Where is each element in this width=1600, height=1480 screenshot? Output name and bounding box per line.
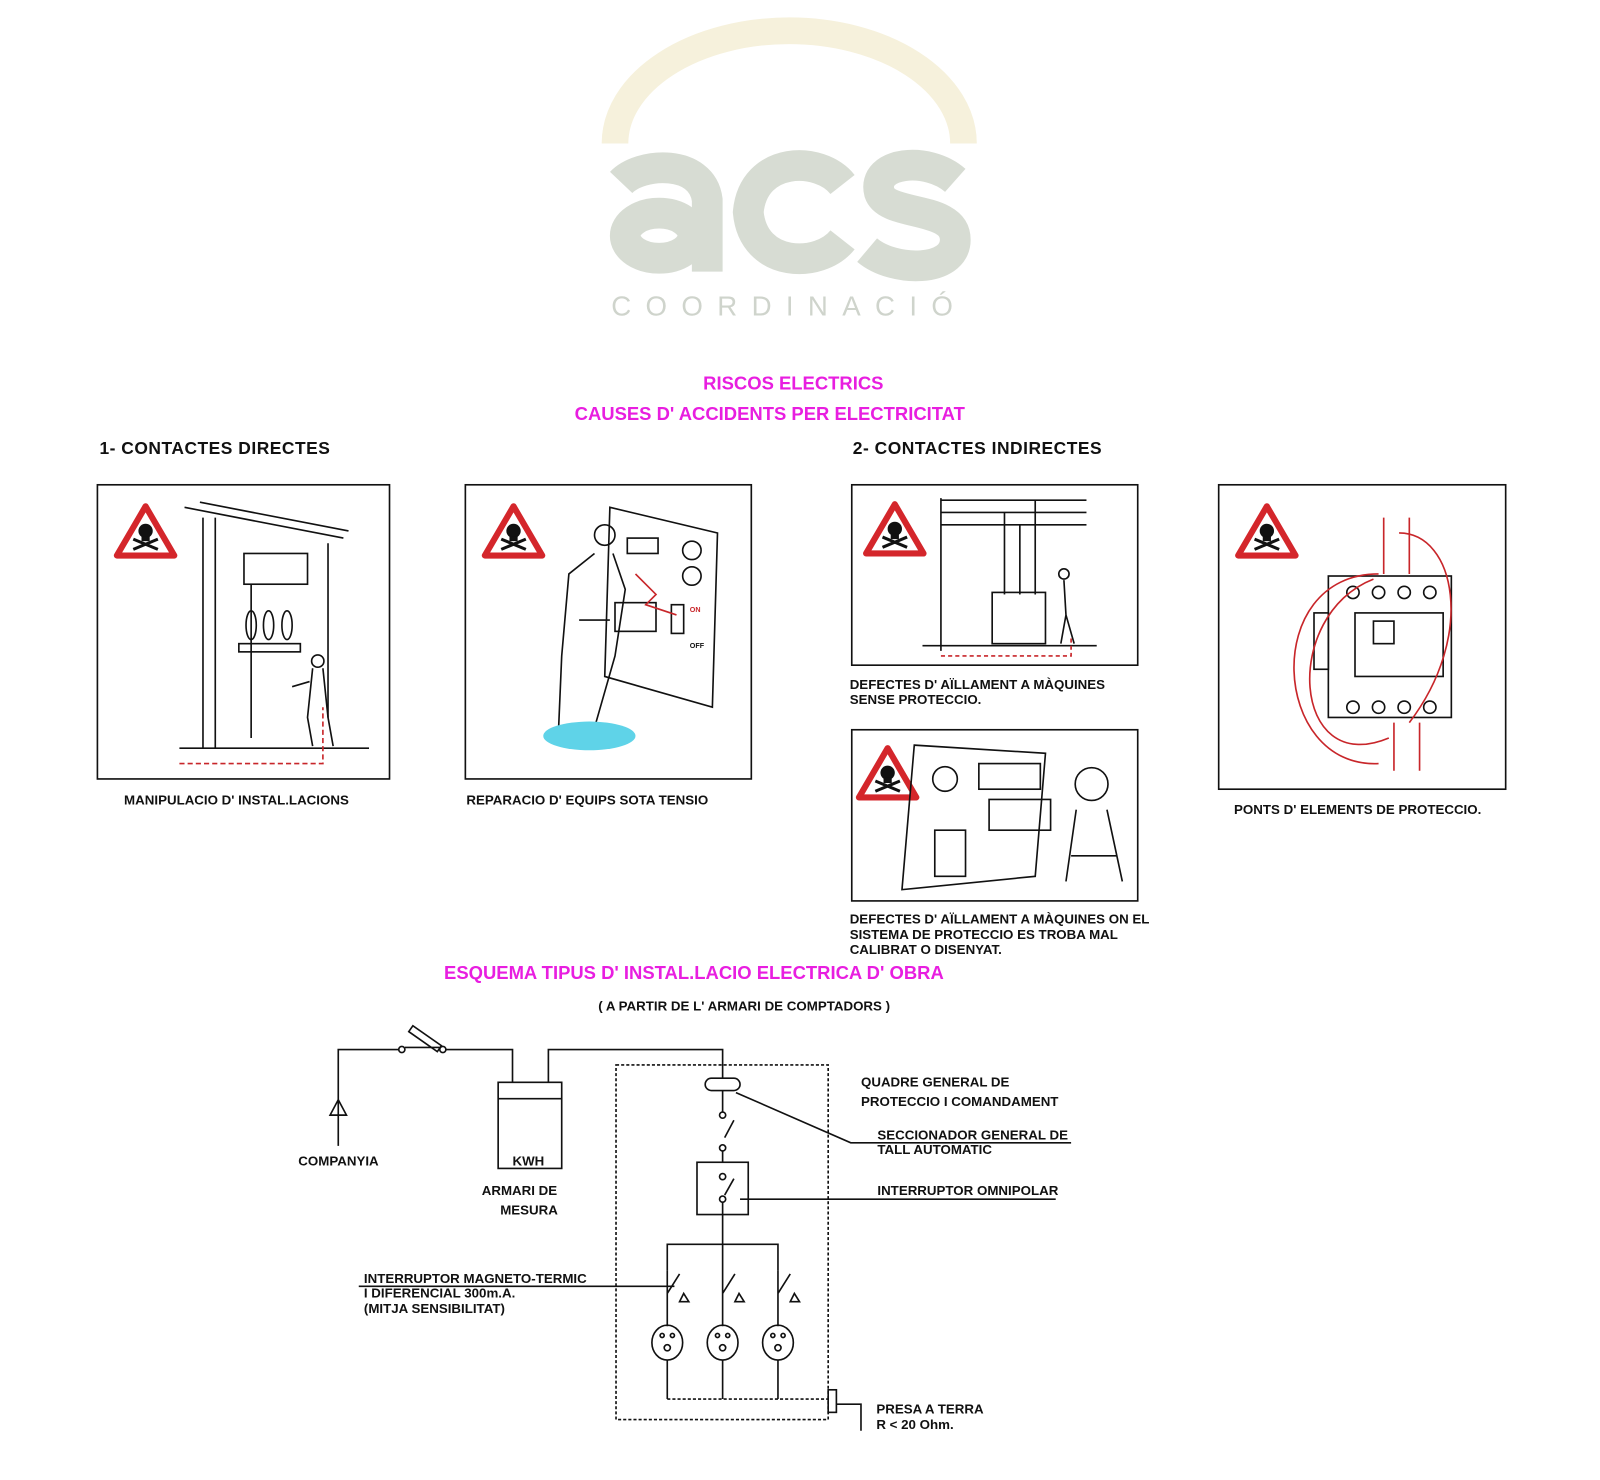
label-terra: R < 20 Ohm. — [876, 1417, 953, 1432]
logo-arc — [601, 17, 977, 144]
section-direct-heading: 1- CONTACTES DIRECTES — [99, 438, 330, 458]
section-indirect-heading: 2- CONTACTES INDIRECTES — [853, 438, 1102, 458]
panel-manipulacio — [96, 483, 391, 780]
logo-letters — [609, 149, 971, 282]
breaker-group — [666, 1270, 801, 1327]
off-label: OFF — [690, 642, 705, 650]
panel-reparacio: ON OFF — [464, 483, 753, 780]
general-breaker-icon — [704, 1077, 741, 1092]
label-terra: PRESA A TERRA — [876, 1401, 984, 1416]
label-seccionador: TALL AUTOMATIC — [877, 1142, 992, 1157]
panel-caption: MANIPULACIO D' INSTAL.LACIONS — [124, 793, 349, 808]
panel-ponts — [1217, 483, 1507, 791]
logo-subtitle: COORDINACIÓ — [611, 291, 967, 322]
danger-skull-icon — [866, 504, 923, 553]
panel-caption: DEFECTES D' AÏLLAMENT A MÀQUINES — [850, 677, 1105, 692]
on-label: ON — [690, 606, 701, 614]
danger-skull-icon — [859, 748, 916, 797]
panel-caption: CALIBRAT O DISENYAT. — [850, 942, 1002, 957]
scheme-title: ESQUEMA TIPUS D' INSTAL.LACIO ELECTRICA … — [444, 962, 944, 983]
label-kwh: KWH — [513, 1153, 545, 1168]
label-magneto: (MITJA SENSIBILITAT) — [364, 1301, 505, 1316]
label-mesura: MESURA — [500, 1203, 558, 1218]
panel-caption: SENSE PROTECCIO. — [850, 692, 982, 707]
label-magneto: INTERRUPTOR MAGNETO-TERMIC — [364, 1271, 587, 1286]
label-quadre: QUADRE GENERAL DE — [861, 1074, 1010, 1089]
scheme-subtitle: ( A PARTIR DE L' ARMARI DE COMPTADORS ) — [598, 999, 890, 1014]
danger-skull-icon — [1238, 506, 1295, 555]
label-seccionador: SECCIONADOR GENERAL DE — [877, 1128, 1068, 1143]
acs-logo: COORDINACIÓ — [601, 17, 977, 322]
logo-letter-s — [857, 149, 971, 282]
label-armari: ARMARI DE — [482, 1183, 558, 1198]
panel-caption: SISTEMA DE PROTECCIO ES TROBA MAL — [850, 927, 1118, 942]
panel-defectes-sense-proteccio — [850, 483, 1139, 666]
danger-skull-icon — [485, 506, 542, 555]
label-omnipolar: INTERRUPTOR OMNIPOLAR — [877, 1183, 1058, 1198]
danger-skull-icon — [117, 506, 174, 555]
panel-defectes-mal-calibrat — [850, 728, 1139, 902]
panel-caption: REPARACIO D' EQUIPS SOTA TENSIO — [466, 793, 708, 808]
panel-caption: DEFECTES D' AÏLLAMENT A MÀQUINES ON EL — [850, 911, 1150, 926]
earth-terminal — [827, 1388, 838, 1414]
main-subtitle: CAUSES D' ACCIDENTS PER ELECTRICITAT — [575, 403, 966, 424]
logo-letter-a — [610, 152, 723, 272]
main-title: RISCOS ELECTRICS — [703, 372, 883, 393]
meter-box — [497, 1081, 563, 1170]
socket-icons — [651, 1324, 795, 1361]
logo-letter-c — [732, 150, 855, 275]
wiring-diagram: COMPANYIA KWH ARMARI DE MESURA QUADRE GE… — [298, 1024, 1072, 1432]
logo-letter-a-bowl — [609, 197, 709, 274]
label-quadre: PROTECCIO I COMANDAMENT — [861, 1094, 1058, 1109]
panel-caption: PONTS D' ELEMENTS DE PROTECCIO. — [1234, 802, 1481, 817]
label-companyia: COMPANYIA — [298, 1153, 379, 1168]
label-magneto: I DIFERENCIAL 300m.A. — [364, 1286, 515, 1301]
distribution-board-outline — [615, 1064, 830, 1421]
